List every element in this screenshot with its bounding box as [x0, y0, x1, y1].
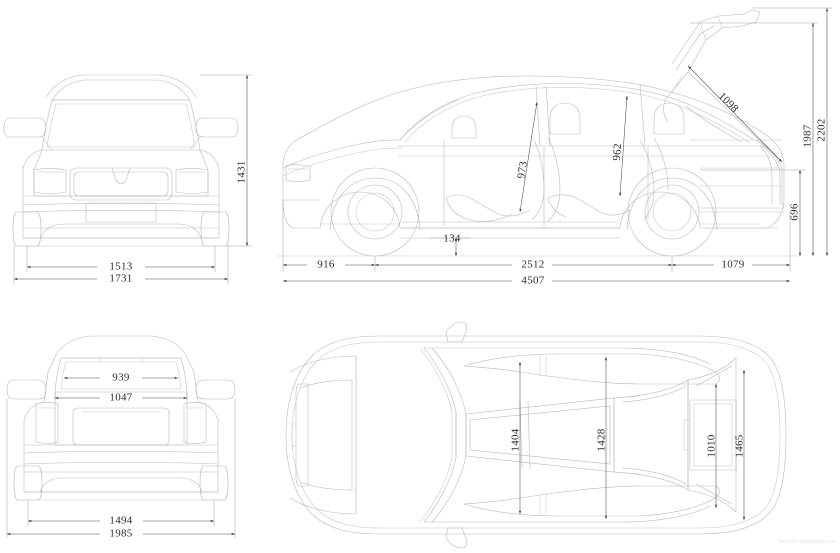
dimension-rear-track: 1494: [27, 500, 215, 527]
dimension-rear-shoulder: 1047: [54, 392, 188, 404]
dimension-top-load-narrow: 1010: [706, 384, 718, 508]
dim-label-length: 4507: [521, 275, 544, 287]
dimension-side-front-headroom: 973: [515, 101, 538, 213]
dim-label-top-front-width: 1404: [510, 428, 522, 451]
dim-label-front-headroom: 973: [515, 160, 530, 179]
view-rear: 939 1047 1494 1985: [6, 335, 236, 540]
dimension-rear-window-width: 939: [64, 372, 178, 384]
dim-label-wheelbase: 2512: [521, 259, 544, 271]
dim-label-tailgate-height: 1987: [802, 124, 814, 147]
watermark: www.the-blueprints.com: [779, 539, 836, 545]
dim-label-rear-overhang: 1079: [721, 259, 744, 271]
dimension-side-ground-clearance: 134: [430, 233, 470, 256]
dimension-side-length: 4507: [283, 275, 790, 287]
dimension-front-track: 1513: [26, 246, 216, 273]
view-front: 1431 1513 1731: [3, 74, 252, 285]
dim-label-top-load-narrow: 1010: [706, 434, 718, 457]
dimension-side-loadsill: 696: [700, 169, 805, 256]
view-top: 1404 1428 1010 1465: [285, 321, 787, 549]
dim-label-tailgate-open: 2202: [816, 118, 828, 141]
dim-label-loadsill: 696: [789, 203, 801, 221]
dimension-top-load-wide: 1465: [734, 370, 746, 520]
dimension-side-rear-headroom: 962: [611, 95, 628, 197]
dim-label-rear-width-mirrors: 1985: [109, 528, 132, 540]
dimension-rear-width-mirrors: 1985: [6, 399, 236, 540]
dim-label-front-width: 1731: [109, 273, 132, 285]
dim-label-tailgate: 1098: [716, 90, 741, 115]
dim-label-front-overhang: 916: [317, 259, 335, 271]
dimension-side-tailgate-open: 2202: [752, 7, 832, 256]
dimension-side-tailgate-height: 1987: [690, 22, 818, 256]
dim-label-top-load-wide: 1465: [734, 434, 746, 457]
dim-label-ground-clearance: 134: [443, 233, 461, 245]
dimension-front-height: 1431: [200, 74, 252, 247]
dimension-top-rear-width: 1428: [596, 357, 608, 519]
dimension-side-rear-overhang: 1079: [672, 212, 791, 272]
dim-label-front-height: 1431: [236, 160, 248, 183]
dim-label-rear-window-width: 939: [112, 372, 130, 384]
dimension-side-front-overhang: 916: [282, 200, 376, 272]
dimension-side-wheelbase: 2512: [375, 256, 673, 272]
dim-label-front-track: 1513: [109, 261, 132, 273]
dimension-side-tailgate: 1098: [687, 65, 783, 163]
dim-label-rear-shoulder: 1047: [109, 392, 132, 404]
dimension-top-front-width: 1404: [510, 362, 522, 514]
view-side: 134 973 962 1098 1987 2202: [276, 7, 832, 287]
dim-label-top-rear-width: 1428: [596, 428, 608, 451]
dim-label-rear-headroom: 962: [611, 143, 624, 161]
dimension-front-width: 1731: [13, 246, 229, 285]
dim-label-rear-track: 1494: [109, 515, 132, 527]
